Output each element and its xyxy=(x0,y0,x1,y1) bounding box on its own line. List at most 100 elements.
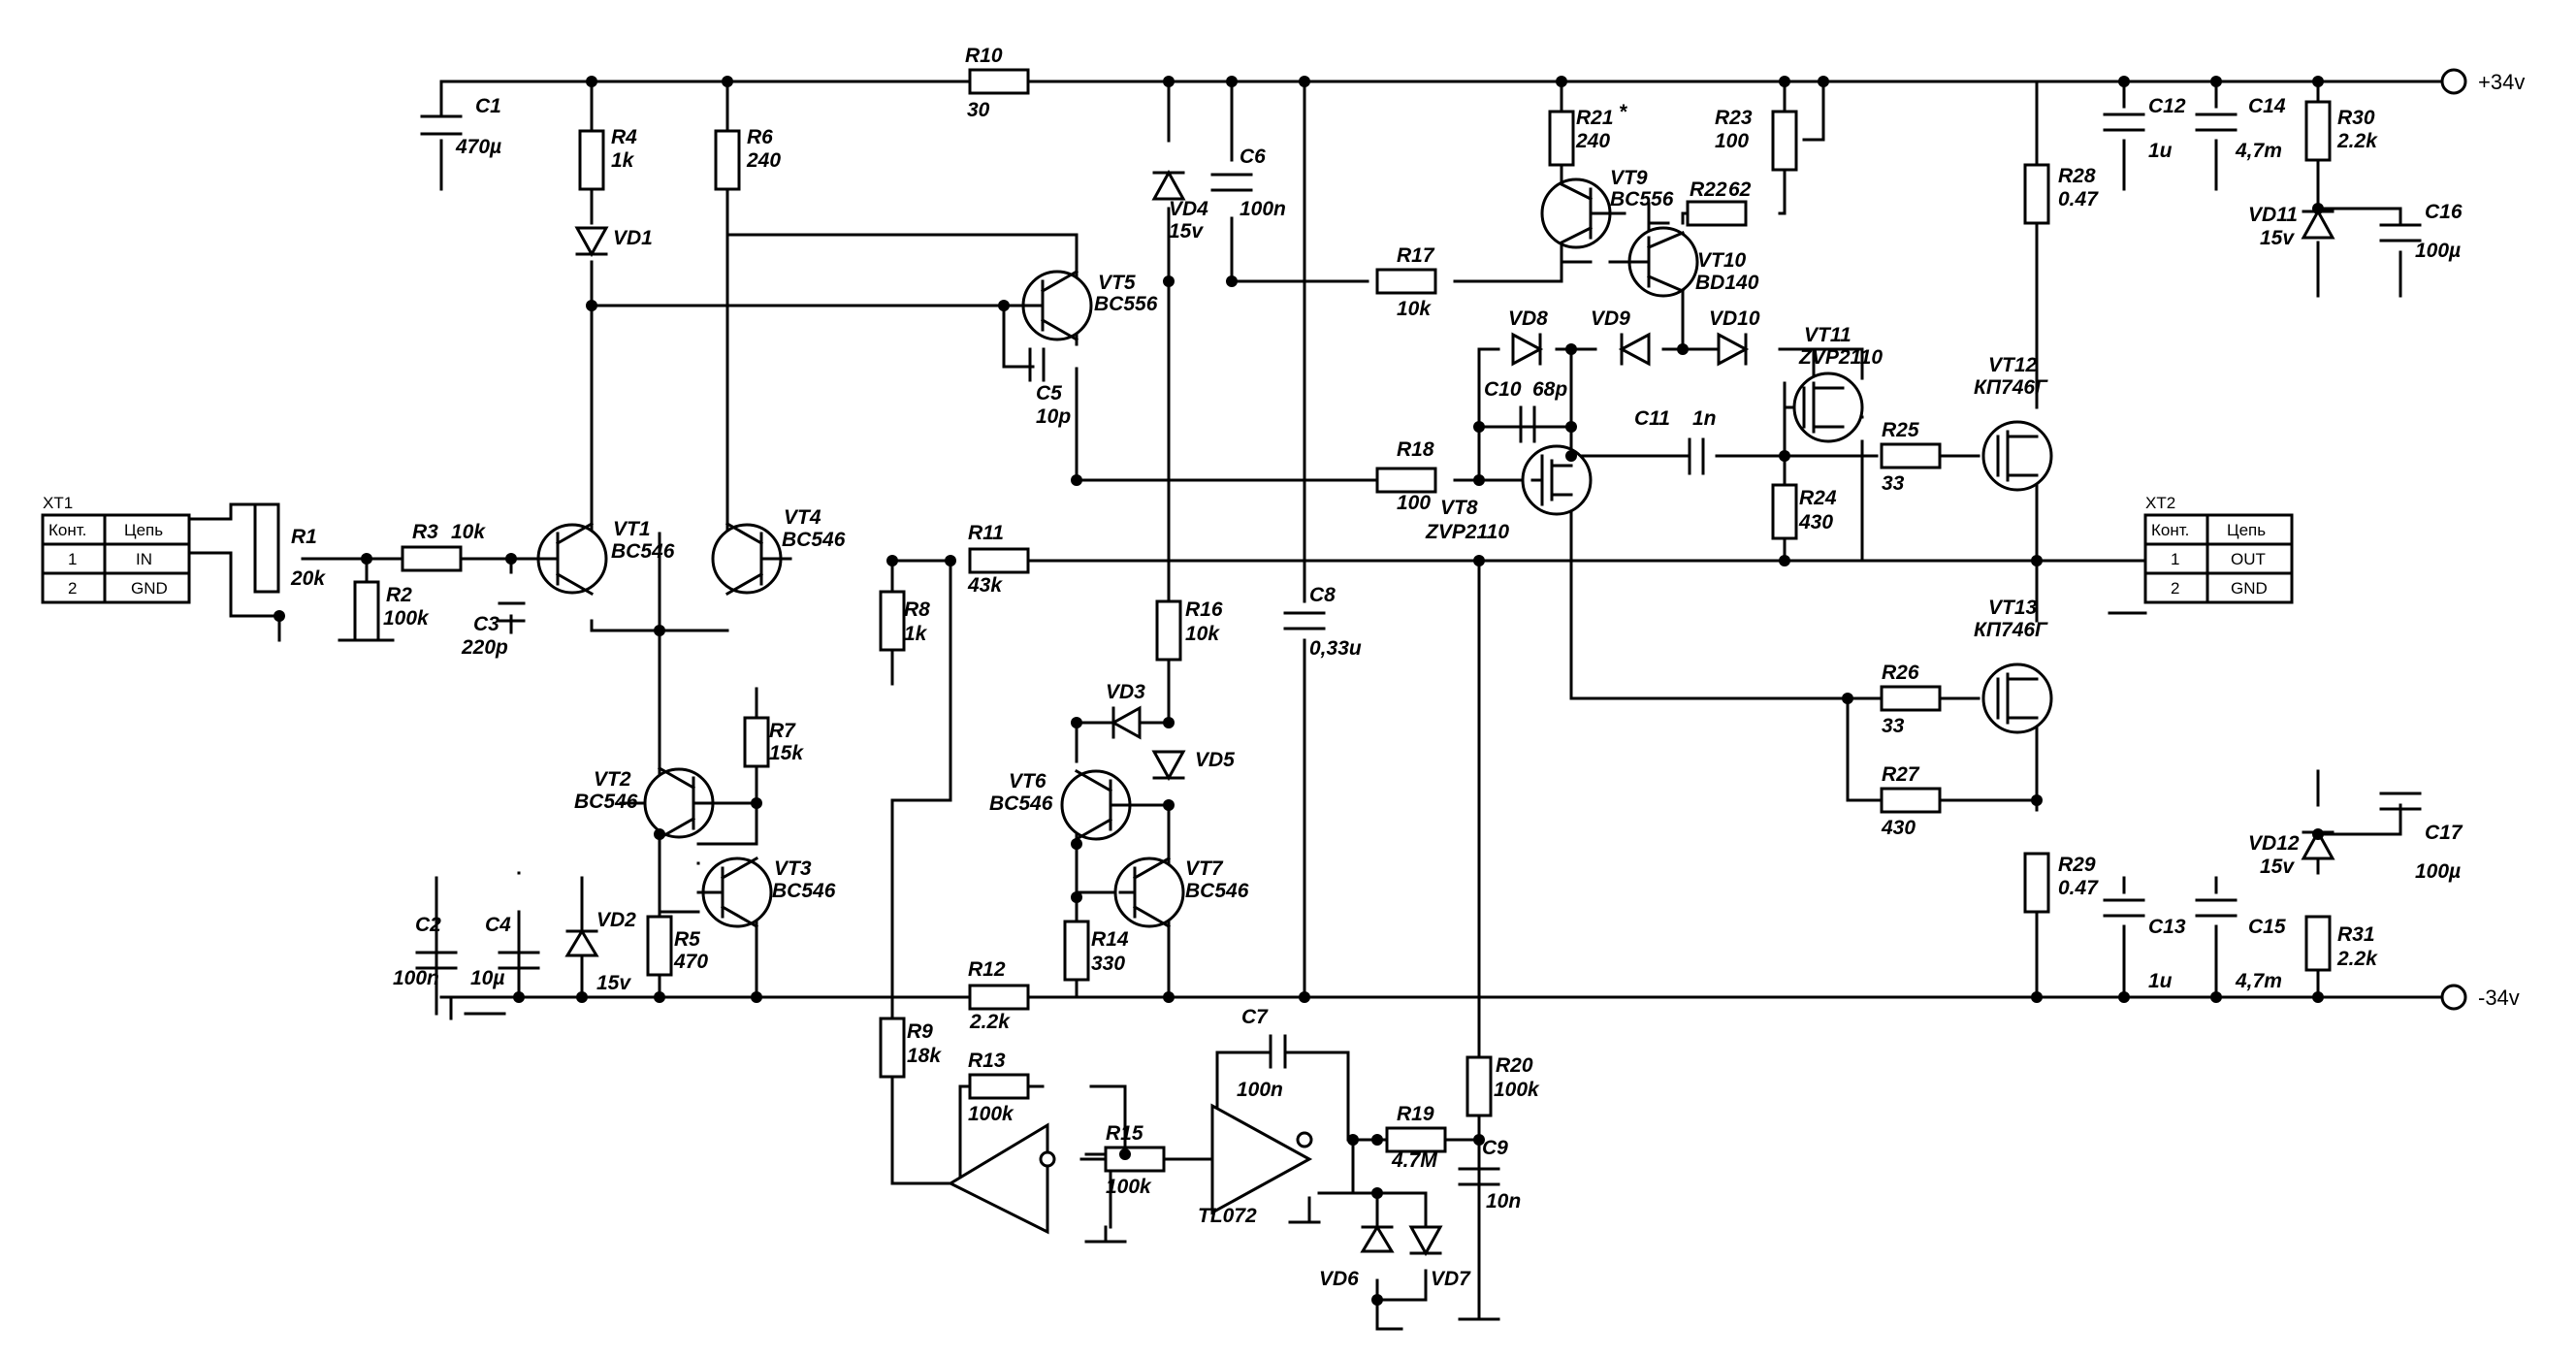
terminal-positive xyxy=(2440,68,2467,95)
label-VD10-ref: VD10 xyxy=(1709,307,1760,330)
label-R12-value: 2.2k xyxy=(969,1011,1011,1033)
capacitor-C13 xyxy=(2103,898,2145,918)
resistor-R8 xyxy=(879,590,906,652)
xt1-header-contact: Конт. xyxy=(48,521,86,539)
label-R25-ref: R25 xyxy=(1882,419,1919,441)
label-R13-value: 100k xyxy=(968,1103,1014,1125)
capacitor-C4 xyxy=(498,951,540,970)
label-C2-value: 100n xyxy=(393,967,439,989)
capacitor-C6 xyxy=(1210,173,1253,192)
label-R29-ref: R29 xyxy=(2058,854,2096,876)
label-VT6-ref: VT6 xyxy=(1009,770,1046,792)
label-C4-value: 10µ xyxy=(470,967,504,989)
capacitor-C10 xyxy=(1519,405,1536,443)
label-R9-value: 18k xyxy=(907,1045,942,1067)
label-R11-value: 43k xyxy=(967,574,1003,597)
label-C11-value: 1n xyxy=(1692,407,1717,430)
resistor-R18 xyxy=(1375,467,1437,494)
label-R24-value: 430 xyxy=(1798,511,1833,534)
xt1-title: XT1 xyxy=(43,494,73,512)
xt1-row2-net: GND xyxy=(131,579,168,598)
label-R9-ref: R9 xyxy=(907,1020,933,1043)
resistor-R17 xyxy=(1375,268,1437,295)
xt2-row2-net: GND xyxy=(2231,579,2268,598)
label-C5-value: 10p xyxy=(1036,405,1071,428)
connector-xt1: XT1 Конт. Цепь 1 IN 2 GND xyxy=(41,494,191,604)
label-R15-value: 100k xyxy=(1106,1176,1152,1198)
opamp-left xyxy=(947,1122,1049,1235)
resistor-R26 xyxy=(1880,685,1942,712)
resistor-R28 xyxy=(2023,163,2050,225)
label-R1-ref: R1 xyxy=(291,526,317,548)
label-R6-value: 240 xyxy=(746,149,781,172)
transistor-VT7 xyxy=(1113,857,1185,928)
label-C9-ref: C9 xyxy=(1482,1137,1508,1159)
ground-marks xyxy=(338,611,2147,1331)
label-VT2-ref: VT2 xyxy=(594,768,631,791)
resistor-R23 xyxy=(1771,110,1798,172)
diode-VD8 xyxy=(1511,332,1544,367)
xt2-row1-net: OUT xyxy=(2231,550,2266,568)
capacitor-C15 xyxy=(2195,898,2238,918)
label-C10-value: 68p xyxy=(1532,378,1567,401)
diode-VD3 xyxy=(1110,705,1142,740)
label-C16-value: 100µ xyxy=(2415,240,2461,262)
label-R22-ref: R22 xyxy=(1690,178,1727,201)
label-C2-ref: C2 xyxy=(415,914,441,936)
label-C8-value: 0,33u xyxy=(1309,637,1362,660)
potentiometer-R1 xyxy=(253,502,280,594)
label-VT5-ref: VT5 xyxy=(1098,272,1136,294)
resistor-R19 xyxy=(1385,1126,1447,1153)
diode-VD1 xyxy=(574,226,609,258)
transistor-VT8 xyxy=(1521,444,1593,516)
resistor-R9 xyxy=(879,1017,906,1079)
label-R14-value: 330 xyxy=(1091,953,1125,975)
resistor-R21 xyxy=(1548,110,1575,167)
label-R27-value: 430 xyxy=(1881,817,1916,839)
label-R6-ref: R6 xyxy=(747,126,773,148)
label-C11-ref: C11 xyxy=(1634,407,1670,430)
label-R7-ref: R7 xyxy=(769,720,796,742)
label-VT4-ref: VT4 xyxy=(784,506,821,529)
label-C15-value: 4,7m xyxy=(2235,970,2282,992)
label-C17-ref: C17 xyxy=(2425,822,2463,844)
label-C7-value: 100n xyxy=(1237,1079,1283,1101)
label-C15-ref: C15 xyxy=(2248,916,2286,938)
label-VT12-ref: VT12 xyxy=(1988,354,2038,376)
label-VT5-value: BC556 xyxy=(1094,293,1158,315)
label-C12-ref: C12 xyxy=(2148,95,2186,117)
capacitor-C2 xyxy=(415,951,458,970)
label-VD11-value: 15v xyxy=(2260,227,2295,249)
zener-VD4 xyxy=(1151,169,1186,201)
resistor-R11 xyxy=(968,547,1030,574)
zener-VD12 xyxy=(2301,828,2335,860)
diode-VD6 xyxy=(1360,1224,1395,1253)
label-VD8-ref: VD8 xyxy=(1508,307,1548,330)
capacitor-C16 xyxy=(2379,223,2422,242)
rail-negative-label: -34v xyxy=(2478,986,2520,1010)
label-R27-ref: R27 xyxy=(1882,763,1920,786)
label-R20-ref: R20 xyxy=(1496,1054,1533,1077)
label-R31-ref: R31 xyxy=(2337,923,2375,946)
resistor-R16 xyxy=(1155,599,1182,662)
label-R8-ref: R8 xyxy=(904,598,930,621)
label-VT1-value: BC546 xyxy=(611,540,675,563)
capacitor-C5 xyxy=(1028,347,1046,382)
capacitor-C12 xyxy=(2103,113,2145,132)
label-R12-ref: R12 xyxy=(968,958,1006,981)
label-VT7-value: BC546 xyxy=(1185,880,1249,902)
resistor-R31 xyxy=(2304,915,2332,972)
label-VD5-ref: VD5 xyxy=(1195,749,1235,771)
capacitor-C8 xyxy=(1283,611,1326,630)
resistor-R12 xyxy=(968,984,1030,1011)
label-R3-value: 10k xyxy=(451,521,486,543)
label-C17-value: 100µ xyxy=(2415,860,2461,883)
label-VT9-value: BC556 xyxy=(1610,188,1674,210)
resistor-R29 xyxy=(2023,852,2050,914)
label-C6-value: 100n xyxy=(1240,198,1286,220)
label-R24-ref: R24 xyxy=(1799,487,1837,509)
label-C13-value: 1u xyxy=(2148,970,2173,992)
xt2-header-net: Цепь xyxy=(2227,521,2266,539)
label-R5-ref: R5 xyxy=(674,928,700,951)
